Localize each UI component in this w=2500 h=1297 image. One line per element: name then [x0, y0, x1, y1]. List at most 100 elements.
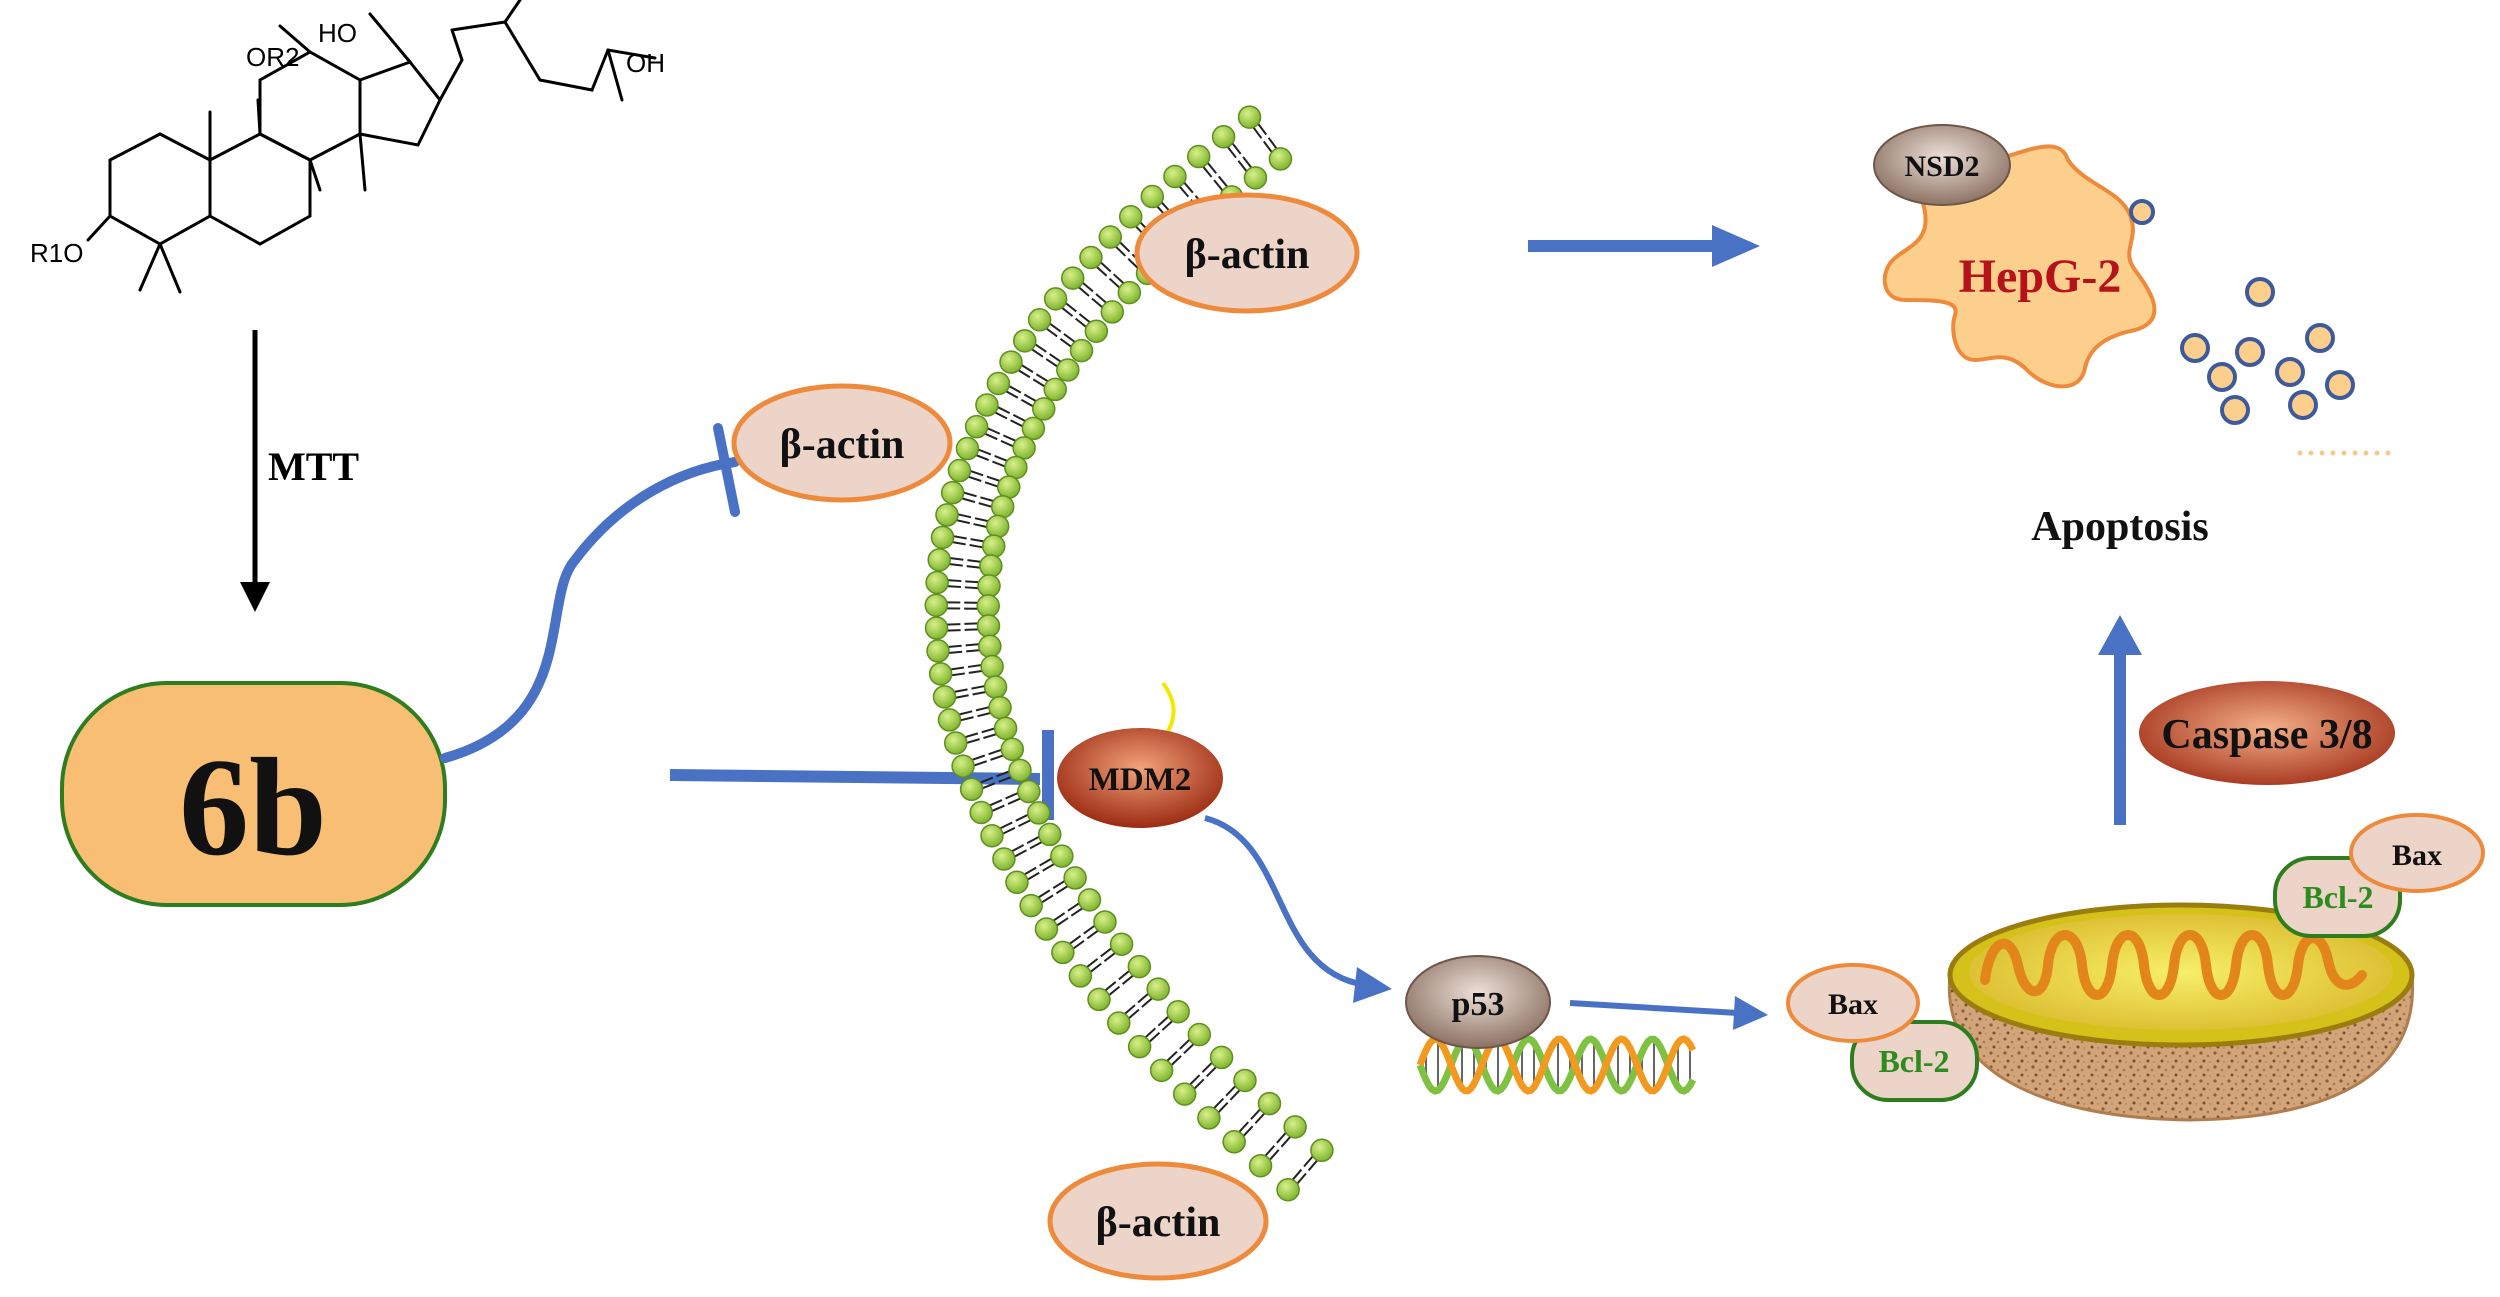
lipid-head: [1034, 917, 1059, 941]
lipid-tail: [954, 694, 969, 699]
lipid-head: [1050, 844, 1074, 868]
lipid-tail: [1144, 1027, 1157, 1039]
lipid-tail: [1026, 835, 1040, 844]
lipid-tail: [1307, 1159, 1319, 1172]
lipid-tail: [967, 475, 982, 482]
lipid-tail: [1010, 844, 1025, 853]
lipid-head: [1004, 455, 1028, 480]
bax-right-label: Bax: [2392, 839, 2442, 872]
lipid-tail: [974, 517, 989, 523]
lipid-head: [1222, 1130, 1246, 1154]
lipid-tail: [965, 738, 980, 745]
lipid-head: [1283, 1115, 1307, 1139]
lipid-tail: [1280, 1135, 1292, 1148]
lipid-head: [1000, 737, 1025, 762]
lipid-tail: [1303, 1155, 1314, 1168]
lipid-tail: [1023, 393, 1037, 403]
lipid-tail: [1034, 343, 1047, 353]
lipid-tail: [1217, 1101, 1229, 1114]
lipid-tail: [1000, 439, 1015, 448]
lipid-head: [1146, 977, 1170, 1001]
lipid-tail: [1127, 1008, 1140, 1020]
lipid-tail: [1123, 1004, 1136, 1015]
lipid-tail: [1013, 849, 1027, 858]
lipid-tail: [1213, 179, 1224, 192]
lipid-head: [1127, 1034, 1152, 1059]
lipid-tail: [966, 565, 981, 569]
apoptosis-label: Apoptosis: [2031, 504, 2208, 550]
lipid-tail: [1114, 245, 1127, 257]
lipid-tail: [967, 663, 982, 668]
lipid-tail: [1252, 126, 1263, 139]
lipid-head: [924, 593, 948, 617]
lipid-tail: [1055, 917, 1069, 927]
lipid-tail: [1032, 378, 1046, 388]
lipid-tail: [1201, 1061, 1214, 1073]
lipid-tail: [966, 649, 981, 653]
inhibit-line-mdm2: [669, 769, 1041, 785]
arrow-mdm2-p53: [1204, 815, 1366, 988]
lipid-tail: [1015, 813, 1029, 822]
lipid-tail: [946, 629, 961, 632]
lipid-tail: [1193, 1078, 1205, 1090]
lipid-head: [927, 548, 951, 572]
lipid-tail: [1067, 902, 1081, 912]
lipid-tail: [1005, 390, 1019, 399]
ellipsis-dot: [2330, 450, 2336, 456]
lipid-head: [1043, 377, 1067, 402]
lipid-tail: [971, 684, 986, 690]
lipid-tail: [1242, 1125, 1254, 1138]
lipid-tail: [1001, 826, 1016, 835]
lipid-tail: [994, 411, 1008, 420]
beta-actin-bottom-label: β-actin: [1096, 1200, 1221, 1246]
lipid-head: [924, 616, 949, 640]
lipid-head: [1084, 319, 1109, 343]
lipid-head: [983, 675, 1008, 699]
lipid-head: [1127, 954, 1152, 979]
lipid-tail: [949, 557, 964, 561]
lipid-tail: [1103, 951, 1117, 962]
lipid-head: [996, 475, 1021, 499]
dna-strand-orange: [1416, 1035, 1697, 1095]
lipid-tail: [1085, 958, 1099, 969]
mdm2-protein: [1057, 728, 1223, 828]
lipid-head: [955, 436, 980, 461]
lipid-tail: [977, 448, 992, 456]
lipid-tail: [959, 716, 974, 722]
lipid-bilayer: [924, 105, 1334, 1202]
apoptotic-body: [2275, 357, 2305, 387]
lipid-head: [976, 594, 1000, 618]
lipid-tail: [962, 491, 977, 498]
lipid-head: [1163, 164, 1187, 189]
lipid-tail: [1059, 337, 1073, 348]
arrow-mdm2-p53-head: [1353, 967, 1392, 1003]
lipid-tail: [1072, 939, 1085, 950]
lipid-tail: [1148, 1032, 1161, 1043]
lipid-tail: [1254, 1112, 1266, 1124]
lipid-tail: [1212, 1097, 1225, 1110]
lipid-tail: [970, 538, 985, 543]
bcl2-right-label: Bcl-2: [2302, 879, 2373, 915]
apoptotic-body: [2207, 362, 2237, 392]
lipid-tail: [1002, 434, 1017, 443]
lipid-tail: [1104, 981, 1117, 992]
lipid-tail: [964, 732, 979, 739]
lipid-head: [1017, 779, 1041, 804]
lipid-tail: [1063, 333, 1076, 344]
lipid-tail: [986, 427, 1001, 435]
lipid-tail: [953, 688, 968, 693]
lipid-head: [1068, 964, 1093, 988]
lipid-head: [1172, 1082, 1197, 1106]
lipid-tail: [969, 469, 984, 477]
lipid-tail: [1225, 1084, 1237, 1097]
lipid-tail: [957, 513, 972, 519]
structure-oh: OH: [626, 48, 665, 78]
lipid-tail: [1005, 791, 1019, 800]
compound-box: [60, 681, 447, 907]
lipid-tail: [1296, 1172, 1307, 1185]
lipid-head: [1107, 1011, 1131, 1035]
caspase-label: Caspase 3/8: [2161, 712, 2372, 758]
hepg2-cell: [1882, 144, 2157, 389]
lipid-head: [980, 654, 1004, 679]
lipid-head: [1069, 338, 1094, 363]
